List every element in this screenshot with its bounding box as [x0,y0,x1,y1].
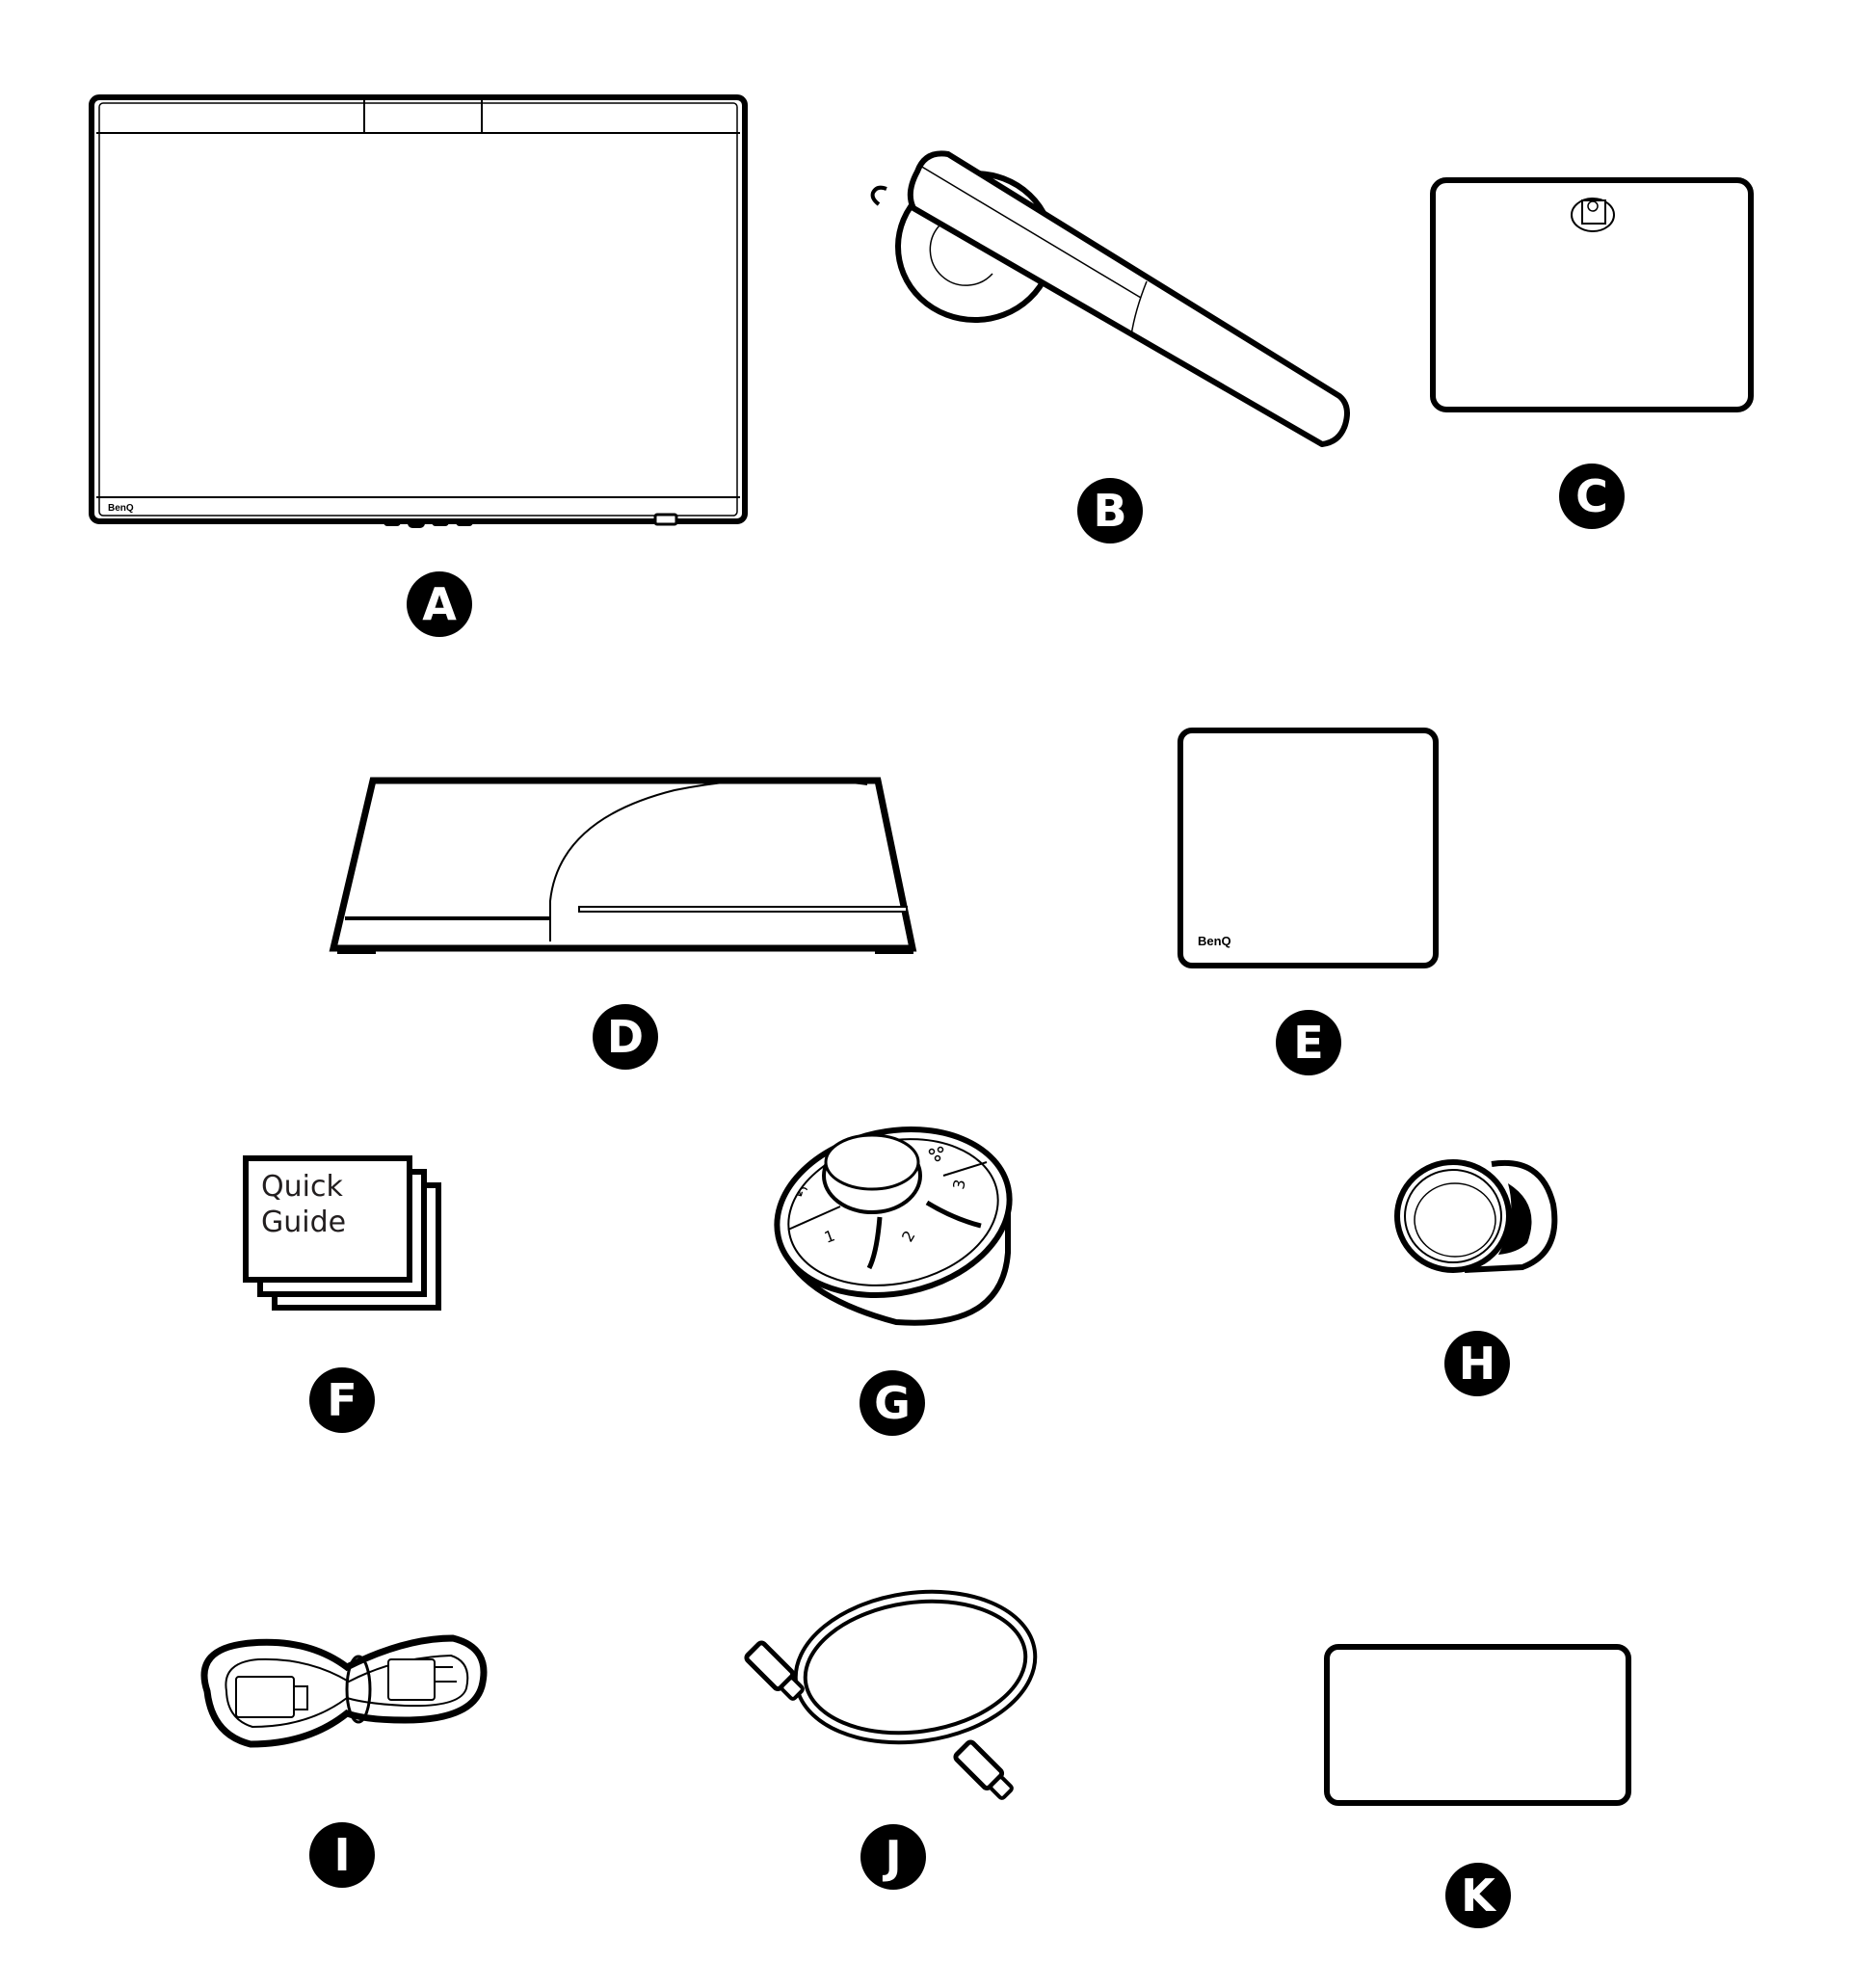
label-badge-b: B [1077,478,1143,543]
label-badge-f: F [309,1367,375,1433]
svg-text:Guide: Guide [261,1206,346,1239]
svg-text:Quick: Quick [261,1170,343,1204]
label-badge-e: E [1276,1010,1341,1075]
label-badge-d: D [593,1004,658,1070]
label-badge-h: H [1444,1331,1510,1396]
svg-text:BenQ: BenQ [108,503,134,514]
label-badge-i: I [309,1822,375,1888]
svg-text:BenQ: BenQ [1198,934,1231,948]
cloth-brand-logo: BenQ [1198,934,1231,948]
label-badge-g: G [860,1370,925,1436]
label-badge-k: K [1445,1863,1511,1928]
label-badge-a: A [407,571,472,637]
svg-text:3: 3 [949,1178,968,1190]
label-badge-c: C [1559,464,1625,529]
quick-guide-title: Quick Guide [261,1170,346,1239]
label-badge-j: J [860,1824,926,1890]
monitor-brand-logo: BenQ [108,503,134,514]
